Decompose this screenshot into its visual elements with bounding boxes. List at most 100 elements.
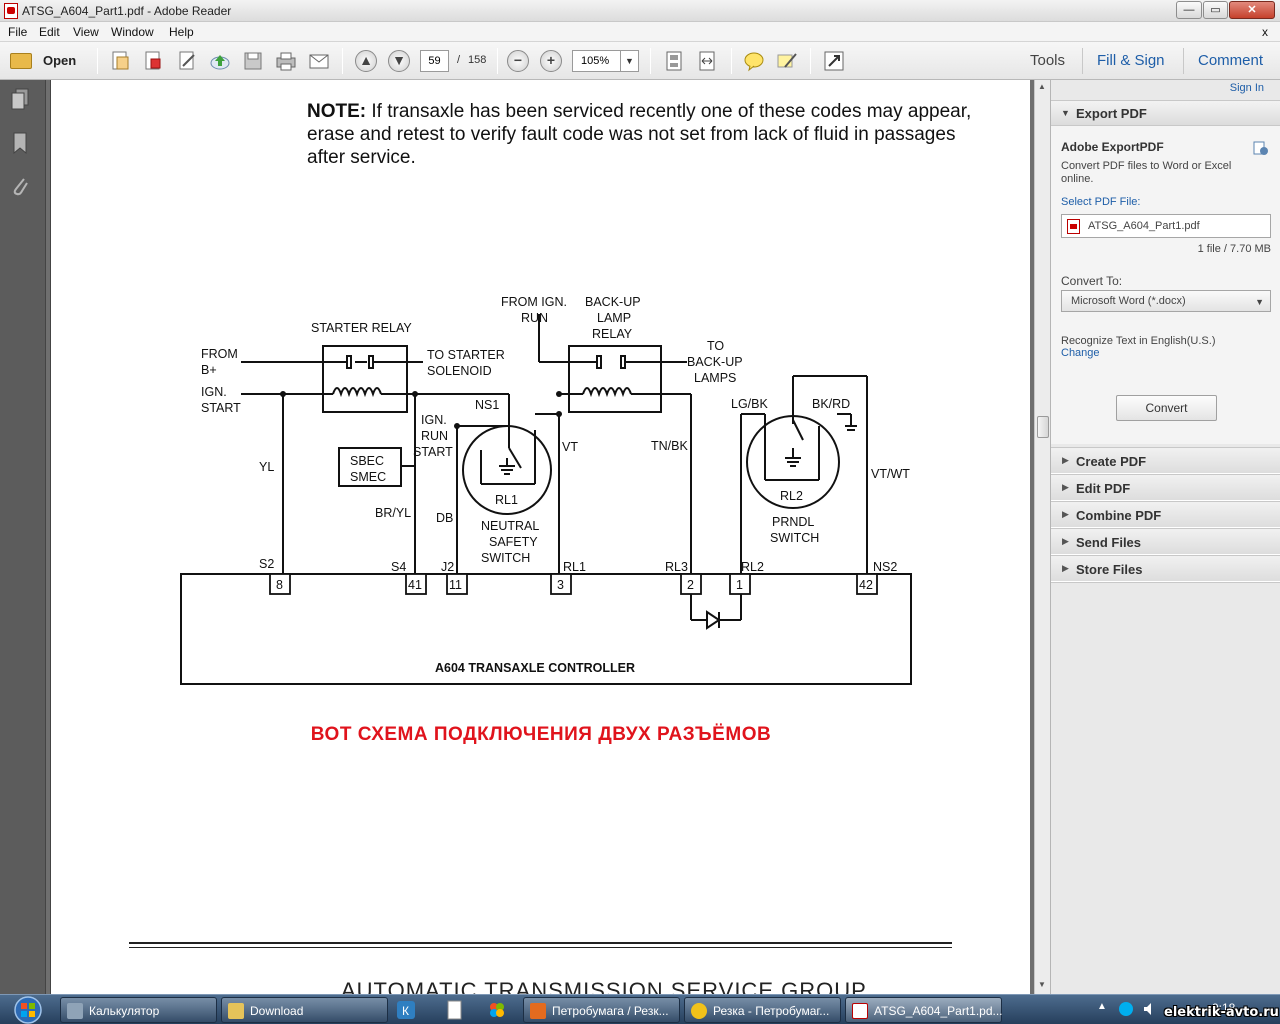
menu-file[interactable]: File	[8, 25, 28, 39]
clock[interactable]: 9:18	[1212, 1001, 1236, 1015]
edit-icon[interactable]	[175, 49, 199, 73]
open-button[interactable]: Open	[6, 49, 88, 73]
previous-page-icon[interactable]: ▲	[355, 50, 377, 72]
expand-icon: ▶	[1062, 482, 1069, 492]
export-info-icon[interactable]	[1253, 140, 1269, 156]
label-db: DB	[436, 511, 453, 525]
document-viewer[interactable]: NOTE: If transaxle has been serviced rec…	[46, 80, 1034, 994]
note-label: NOTE:	[307, 101, 367, 122]
label-ign2: IGN.	[421, 413, 447, 427]
combine-pdf-label: Combine PDF	[1076, 508, 1162, 523]
taskbar-label: Петробумага / Резк...	[552, 1004, 669, 1018]
tools-pane-empty	[1051, 582, 1280, 994]
send-files-label: Send Files	[1076, 535, 1142, 550]
taskbar-item-petrobumaga-2[interactable]: Резка - Петробумаг...	[684, 997, 841, 1023]
label-to-starter: TO STARTER	[427, 348, 505, 362]
adobe-reader-icon	[4, 3, 18, 19]
export-pdf-header[interactable]: ▼ Export PDF	[1051, 100, 1280, 126]
fit-page-icon[interactable]	[662, 49, 686, 73]
label-b-plus: B+	[201, 363, 217, 377]
label-solenoid: SOLENOID	[427, 364, 492, 378]
scroll-up-icon[interactable]: ▲	[1038, 82, 1046, 91]
page-thumbnails-icon[interactable]	[10, 88, 30, 110]
label-s4: S4	[391, 560, 406, 574]
next-page-icon[interactable]: ▼	[388, 50, 410, 72]
taskbar-item-download[interactable]: Download	[221, 997, 388, 1023]
export-pdf-body: Adobe ExportPDF Convert PDF files to Wor…	[1051, 126, 1280, 444]
footer-rule	[129, 942, 952, 944]
close-button[interactable]: ✕	[1229, 1, 1275, 19]
sticky-note-icon[interactable]	[742, 49, 766, 73]
tools-tab[interactable]: Tools	[1030, 52, 1066, 69]
toolbar-separator	[497, 48, 498, 74]
edit-pdf-section[interactable]: ▶ Edit PDF	[1051, 474, 1280, 501]
skype-icon[interactable]	[1118, 1001, 1134, 1017]
label-rl3: RL3	[665, 560, 688, 574]
label-ns1: NS1	[475, 398, 499, 412]
format-select[interactable]: Microsoft Word (*.docx) ▼	[1061, 290, 1271, 312]
menu-view[interactable]: View	[73, 25, 99, 39]
sign-in-link[interactable]: Sign In	[1229, 82, 1264, 94]
volume-icon[interactable]	[1142, 1001, 1158, 1017]
note-paragraph: NOTE: If transaxle has been serviced rec…	[307, 100, 987, 169]
close-document-icon[interactable]: x	[1262, 25, 1268, 39]
email-icon[interactable]	[307, 49, 331, 73]
pinwheel-icon[interactable]	[486, 999, 508, 1021]
label-neutral: NEUTRAL	[481, 519, 539, 533]
selected-file-field[interactable]: ATSG_A604_Part1.pdf	[1061, 214, 1271, 238]
save-icon[interactable]	[241, 49, 265, 73]
menu-help[interactable]: Help	[169, 25, 194, 39]
label-switch2: SWITCH	[770, 531, 819, 545]
taskbar-item-adobe-reader[interactable]: ATSG_A604_Part1.pd...	[845, 997, 1003, 1023]
create-pdf-icon[interactable]	[108, 49, 132, 73]
vertical-scrollbar[interactable]: ▲ ▼	[1034, 80, 1050, 994]
scroll-down-icon[interactable]: ▼	[1038, 980, 1046, 989]
page-footer: AUTOMATIC TRANSMISSION SERVICE GROUP	[341, 978, 867, 994]
pin-42: 42	[859, 578, 873, 592]
start-button[interactable]	[10, 995, 46, 1024]
highlight-icon[interactable]	[775, 49, 799, 73]
document-icon[interactable]	[443, 999, 465, 1021]
full-screen-icon[interactable]	[822, 49, 846, 73]
menu-edit[interactable]: Edit	[39, 25, 60, 39]
label-sbec: SBEC	[350, 454, 384, 468]
select-pdf-label[interactable]: Select PDF File:	[1061, 196, 1141, 208]
bookmarks-icon[interactable]	[10, 132, 30, 155]
toolbar: Open ▲ ▼ 59 / 158 − + 105% ▼	[0, 42, 1280, 80]
label-j2: J2	[441, 560, 454, 574]
combine-pdf-section[interactable]: ▶ Combine PDF	[1051, 501, 1280, 528]
upload-cloud-icon[interactable]	[208, 49, 232, 73]
taskbar-item-petrobumaga-1[interactable]: Петробумага / Резк...	[523, 997, 680, 1023]
convert-button[interactable]: Convert	[1116, 395, 1217, 421]
label-ns2: NS2	[873, 560, 897, 574]
pdf-file-icon[interactable]	[141, 49, 165, 73]
menu-window[interactable]: Window	[111, 25, 154, 39]
app-k-icon[interactable]: К	[395, 999, 417, 1021]
label-bk-rd: BK/RD	[812, 397, 850, 411]
zoom-in-icon[interactable]: +	[540, 50, 562, 72]
ocr-language-text: Recognize Text in English(U.S.)	[1061, 335, 1216, 347]
fit-width-icon[interactable]	[695, 49, 719, 73]
pin-1: 1	[736, 578, 743, 592]
chevron-down-icon[interactable]: ▼	[620, 51, 638, 71]
zoom-out-icon[interactable]: −	[507, 50, 529, 72]
page-number-input[interactable]: 59	[420, 50, 449, 72]
print-icon[interactable]	[274, 49, 298, 73]
attachments-icon[interactable]	[10, 175, 30, 197]
fill-sign-tab[interactable]: Fill & Sign	[1097, 52, 1165, 69]
toolbar-separator	[342, 48, 343, 74]
store-files-section[interactable]: ▶ Store Files	[1051, 555, 1280, 582]
export-pdf-label: Export PDF	[1076, 106, 1147, 121]
label-from-ign: FROM IGN.	[501, 295, 567, 309]
send-files-section[interactable]: ▶ Send Files	[1051, 528, 1280, 555]
create-pdf-section[interactable]: ▶ Create PDF	[1051, 447, 1280, 474]
expand-icon: ▶	[1062, 509, 1069, 519]
scroll-thumb[interactable]	[1037, 416, 1049, 438]
show-hidden-icons-icon[interactable]: ▲	[1097, 1001, 1107, 1012]
maximize-button[interactable]: ▭	[1203, 1, 1228, 19]
minimize-button[interactable]: —	[1176, 1, 1202, 19]
zoom-select[interactable]: 105% ▼	[572, 50, 639, 72]
taskbar-item-calculator[interactable]: Калькулятор	[60, 997, 217, 1023]
ocr-change-link[interactable]: Change	[1061, 347, 1100, 359]
comment-tab[interactable]: Comment	[1198, 52, 1264, 69]
